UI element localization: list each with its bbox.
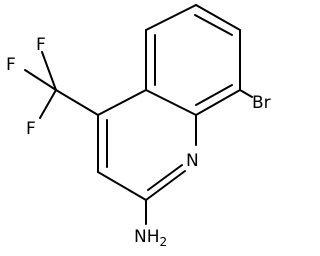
fluorine-left-label: F: [6, 55, 16, 75]
bonds: [24, 4, 253, 225]
bond-c8-c8a: [195, 89, 241, 116]
bond-c5-c6: [145, 4, 197, 31]
atom-labels: F F F Br N NH2: [6, 35, 271, 249]
bond-c6-c7-inner: [194, 14, 233, 36]
bond-c4-cf3: [55, 89, 99, 116]
bond-c8a-c4a: [145, 89, 197, 116]
bond-c4a-c4: [97, 89, 147, 116]
ring-nitrogen-label: N: [186, 151, 199, 171]
bond-c2-n1-inner: [147, 164, 183, 191]
bond-c8-c8a-inner: [195, 84, 233, 106]
fluorine-top-label: F: [36, 35, 46, 55]
bond-cf3-f-top: [41, 51, 57, 91]
bond-c3-c2: [97, 171, 147, 201]
amine-label: NH2: [134, 227, 167, 249]
amine-subscript: 2: [160, 235, 168, 249]
amine-main: NH: [134, 227, 160, 247]
bond-c8-br: [239, 89, 253, 98]
bond-cf3-f-left: [24, 69, 57, 91]
bond-cf3-f-bottom: [39, 89, 57, 119]
bond-c6-c7: [195, 4, 241, 31]
bond-c2-n1: [145, 170, 186, 201]
bromine-label: Br: [252, 93, 271, 113]
fluorine-bottom-label: F: [26, 119, 36, 139]
chemical-structure: F F F Br N NH2: [6, 4, 271, 249]
